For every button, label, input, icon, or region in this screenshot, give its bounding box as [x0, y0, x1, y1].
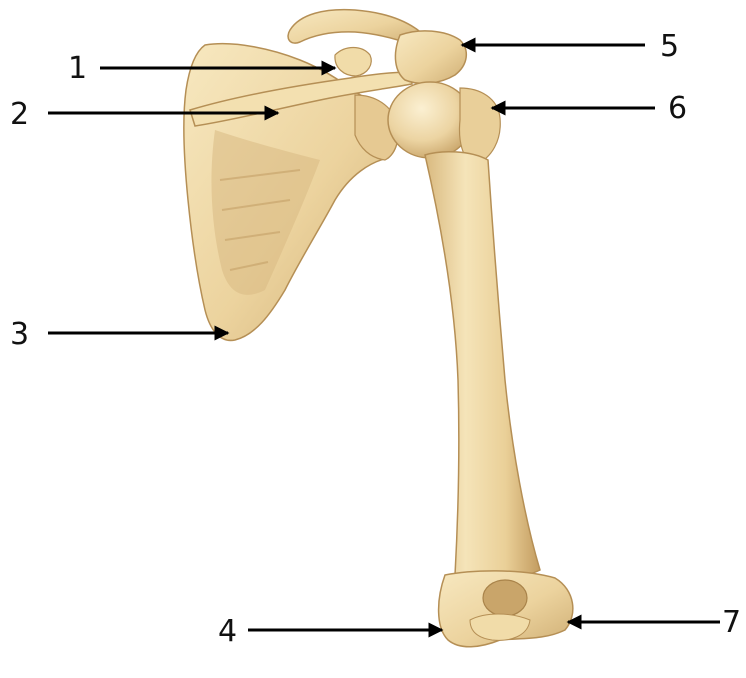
callout-2: 2 — [10, 97, 29, 132]
humerus-shaft — [425, 152, 540, 579]
acromion-process — [395, 31, 466, 84]
callout-7: 7 — [722, 605, 741, 640]
callout-1: 1 — [68, 51, 87, 86]
callout-6: 6 — [668, 91, 687, 126]
olecranon-fossa — [483, 580, 527, 616]
callout-3: 3 — [10, 317, 29, 352]
callout-5: 5 — [660, 29, 679, 64]
callout-4: 4 — [218, 614, 237, 649]
coracoid-process — [335, 48, 371, 77]
humerus — [388, 82, 573, 647]
acromion — [335, 31, 466, 84]
scapula — [184, 44, 412, 341]
